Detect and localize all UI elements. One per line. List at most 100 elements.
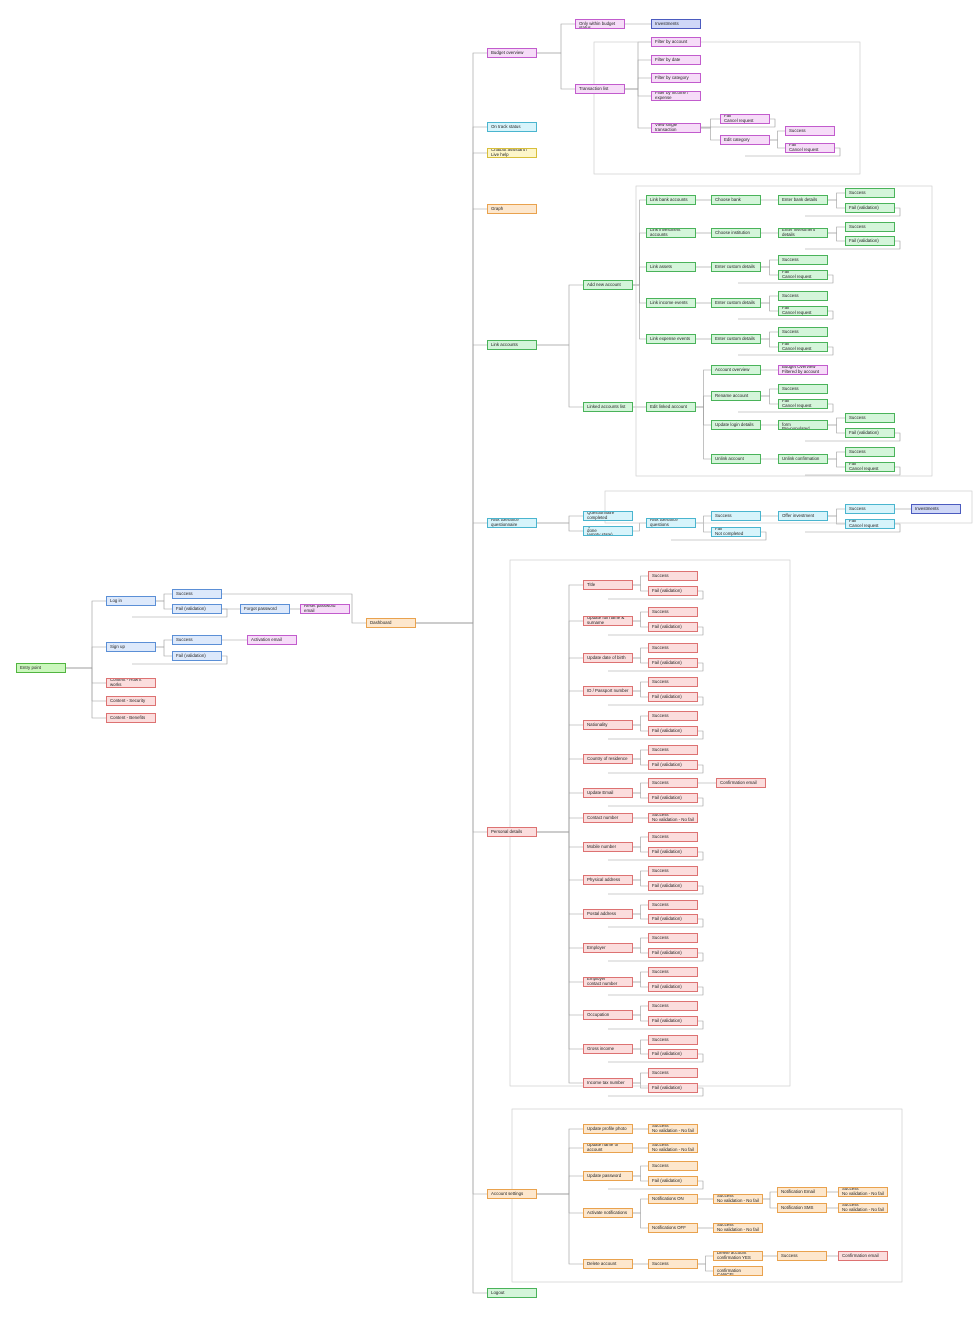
flow-node-acct-set: Account settings [487,1189,537,1199]
connector-p-phys-to-p-phys-f [633,879,648,887]
connector-acct-set-to-s-delete [537,1193,583,1265]
flow-node-tx-fail: Fail Cancel request [720,114,770,124]
flow-node-p-title-s: Success [648,571,698,581]
connector-budget-to-tx-list [537,52,575,90]
connector-p-phys-to-p-phys-s [633,870,648,881]
connector-s-pass-to-s-pass-f [633,1175,648,1182]
flow-node-p-id-f: Fail (validation) [648,692,698,702]
flow-node-content-sec: Content - Security [106,696,156,706]
flow-node-p-phys: Physical address [583,875,633,885]
flow-node-p-tax-s: Success [648,1068,698,1078]
connector-cust3-to-ee-f [761,338,778,348]
connector-risk-q-to-rq-f [696,522,711,533]
flow-node-ee-s: Success [778,327,828,337]
flow-node-notif-sms-s: Success No validation - No fail [838,1203,888,1213]
connector-rename-to-rn-s [761,388,778,397]
flow-node-as-f: Fail Cancel request [778,270,828,280]
section-loop-frame [604,490,973,524]
connector-personal-to-p-mobile [537,831,583,848]
flow-node-p-nat: Nationality [583,720,633,730]
flow-node-p-mobile-f: Fail (validation) [648,847,698,857]
flow-node-p-id: ID / Passport number [583,686,633,696]
connector-personal-to-p-tax [537,831,583,1084]
connector-del-s-to-del-yes [698,1255,713,1265]
flow-node-p-title-f: Fail (validation) [648,586,698,596]
connector-p-name-to-p-name-f [633,620,648,628]
connector-edit-linked-to-rename [696,395,711,408]
return-loop-bank-f [805,207,901,217]
flow-node-lk-assets: Link assets [646,262,696,272]
return-loop-rn-f [738,403,834,413]
flow-node-invest-top: Investments [651,19,701,29]
flow-node-linked-list: Linked accounts list [583,402,633,412]
flow-node-choose-inst: Choose institution [711,228,761,238]
flow-node-activation: Activation email [247,635,297,645]
flow-node-tx-list: Transaction list [575,84,625,94]
return-loop-ec-fail [745,147,841,157]
flow-node-p-empc-f: Fail (validation) [648,982,698,992]
flow-node-s-photo-s: Success No validation - No fail [648,1124,698,1134]
flow-node-p-name-f: Fail (validation) [648,622,698,632]
return-loop-p-gross-f [608,1053,704,1063]
connector-q-notdone-to-risk-q [633,522,646,532]
flow-node-as-s: Success [778,255,828,265]
connector-personal-to-p-id [537,690,583,833]
flow-node-graph: Graph [487,204,537,214]
connector-risk-to-q-done [537,515,583,524]
flow-node-p-nat-s: Success [648,711,698,721]
flow-node-p-empc-s: Success [648,967,698,977]
flow-node-lk-exp: Link expense events [646,334,696,344]
flow-node-unlink-conf: Unlink confirmation [778,454,828,464]
connector-p-mobile-to-p-mobile-f [633,846,648,853]
return-loop-p-cor-f [608,764,704,774]
connector-p-id-to-p-id-f [633,690,648,698]
connector-p-tax-to-p-tax-f [633,1082,648,1089]
connector-link-form-to-ul-s [828,417,845,426]
flow-node-del-yes: Delete account confirmation YES [713,1251,763,1261]
flow-node-cust1: Enter custom details [711,262,761,272]
flow-node-p-gross-f: Fail (validation) [648,1049,698,1059]
flow-node-ul-f: Fail (validation) [845,428,895,438]
flow-node-signup-fail: Fail (validation) [172,651,222,661]
connector-personal-to-p-dob [537,657,583,833]
connector-dashboard-to-ontrack [416,126,487,624]
flow-node-un-f: Fail Cancel request [845,462,895,472]
connector-p-tax-to-p-tax-s [633,1072,648,1084]
flow-node-s-pass-s: Success [648,1161,698,1171]
connector-dashboard-to-personal [416,622,487,833]
flow-node-q-done: Questionnaire completed [583,511,633,521]
connector-p-title-to-p-title-f [633,584,648,592]
flow-node-p-empc: Employer contact number [583,977,633,987]
connector-p-occ-to-p-occ-s [633,1005,648,1016]
flow-node-p-phys-f: Fail (validation) [648,881,698,891]
flow-node-p-cor-s: Success [648,745,698,755]
flow-node-bank-s: Success [845,188,895,198]
flow-node-inv-f: Fail (validation) [845,236,895,246]
connector-personal-to-p-empc [537,831,583,983]
connector-offer-inv-to-oi-f [828,515,845,525]
flow-node-content-how: Content - How it works [106,678,156,688]
return-loop-p-name-f [608,626,704,636]
flow-node-p-occ-s: Success [648,1001,698,1011]
return-loop-p-tax-f [608,1087,704,1097]
connector-p-empc-to-p-empc-f [633,981,648,988]
connector-unlink-conf-to-un-s [828,451,845,460]
flow-node-rq-f: Fail Not completed [711,527,761,537]
flow-node-rn-s: Success [778,384,828,394]
connector-login-to-login-success [156,593,172,602]
flow-node-s-notif: Activate notifications [583,1208,633,1218]
connector-p-empc-to-p-empc-s [633,971,648,983]
flow-node-rn-f: Fail Cancel request [778,399,828,409]
flow-node-cust2: Enter custom details [711,298,761,308]
return-loop-p-id-f [608,696,704,706]
flow-node-edit-cat: Edit category [720,135,770,145]
connector-p-dob-to-p-dob-s [633,647,648,659]
connector-dashboard-to-acct-set [416,622,487,1195]
connector-edit-cat-to-ec-success [770,130,785,141]
connector-cust2-to-ie-s [761,295,778,304]
connector-enter-inv-to-inv-s [828,226,845,234]
connector-entry-to-content-how [66,667,106,684]
flow-node-lk-inv: Link investment accounts [646,228,696,238]
return-loop-ie-f [738,310,834,320]
